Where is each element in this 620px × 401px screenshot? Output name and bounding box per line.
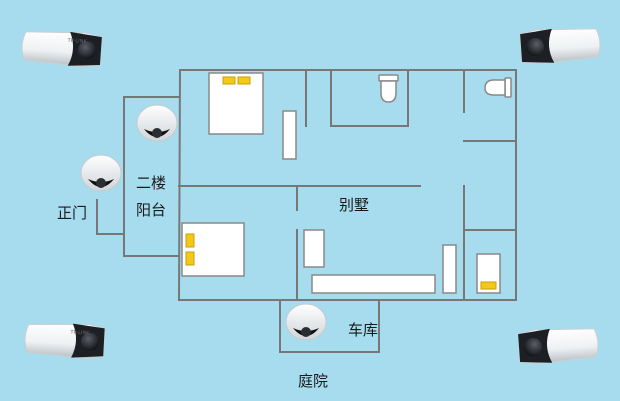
bed-pillow: [185, 251, 195, 266]
bullet-camera-icon: [519, 28, 601, 65]
label-balcony-line1: 二楼: [136, 174, 167, 192]
bed-icon: [208, 72, 264, 135]
svg-text:TP-LINK: TP-LINK: [66, 38, 87, 45]
label-balcony-line2: 阳台: [136, 201, 167, 219]
toilet-icon: [378, 74, 399, 103]
dome-camera-icon: [136, 104, 178, 142]
wall-front-door: [96, 199, 125, 235]
bullet-camera-icon: [517, 328, 599, 365]
walls: [96, 69, 517, 353]
label-garage: 车库: [348, 321, 379, 339]
label-courtyard: 庭院: [298, 372, 329, 390]
cabinet: [303, 229, 325, 268]
bed-pillow: [237, 76, 251, 85]
wall-upper-outer: [177, 69, 517, 301]
wall-garage: [279, 299, 380, 353]
bed-pillow: [222, 76, 236, 85]
wardrobe: [282, 110, 297, 160]
label-villa: 别墅: [339, 196, 370, 214]
dome-camera-icon: [80, 154, 122, 192]
bullet-camera-icon: TP-LINK: [24, 323, 106, 359]
bullet-camera-icon: TP-LINK: [21, 31, 103, 68]
counter: [311, 274, 436, 294]
toilet-icon: [484, 77, 512, 98]
svg-text:TP-LINK: TP-LINK: [69, 329, 90, 336]
wall-balcony: [123, 96, 180, 257]
bed-icon: [181, 222, 245, 277]
furniture: [181, 72, 512, 294]
dome-camera-icon: [285, 303, 327, 341]
bed-pillow: [185, 233, 195, 248]
cabinet-accent: [480, 281, 497, 290]
label-front-door: 正门: [57, 204, 88, 222]
cabinet: [442, 244, 457, 294]
